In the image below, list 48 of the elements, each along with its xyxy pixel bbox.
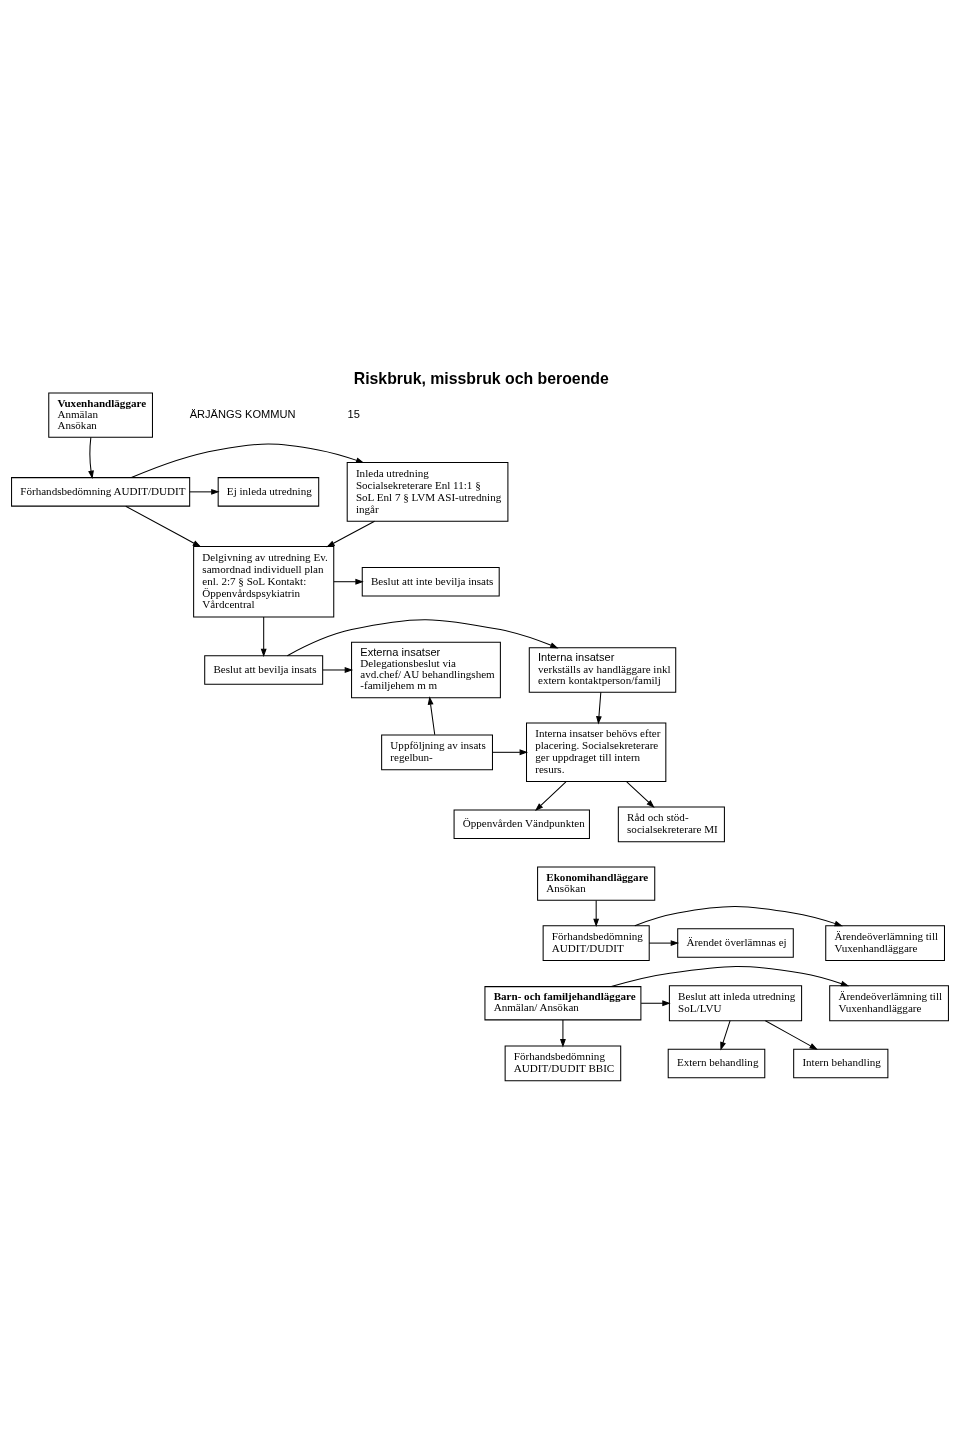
arrow [492, 748, 528, 755]
node-box: Extern behandling [667, 1048, 766, 1078]
node-box: Ärendeöverlämning till Vuxenhandläggare [825, 924, 945, 961]
arrow [427, 695, 436, 735]
node-box: Beslut att bevilja insats [204, 654, 324, 685]
node-box: Ej inleda utredning [217, 476, 320, 507]
node-box: Förhandsbedömning AUDIT/DUDIT [542, 924, 650, 961]
node-box: Interna insatser verkställs av handläggare inkl extern kontaktperson/familj [528, 646, 677, 693]
arrow [648, 939, 680, 946]
arrow [326, 520, 376, 547]
node-box: Uppföljning av insats regelbun- [381, 733, 493, 770]
node-box: Interna insatser behövs efter placering. Socialsekreterare ger uppdraget till intern resurs. [526, 722, 667, 782]
node-box: Delgivning av utredning Ev. samordnad individuell plan enl. 2:7 § SoL Kontakt: Öppenvårdspsykiatrin Vårdcentral [193, 545, 335, 617]
node-box: Ärendeöverlämning till Vuxenhandläggare [829, 984, 949, 1021]
arrow [88, 436, 94, 479]
label: 15 [347, 407, 360, 420]
node-box: Barn- och familjehandläggare Anmälan/ Ansökan [484, 985, 642, 1020]
arrow [125, 505, 202, 547]
node-box: Råd och stöd- socialsekreterare MI [617, 805, 725, 842]
node-box: Beslut att inte bevilja insats [361, 566, 500, 596]
arrow [189, 488, 220, 495]
arrow [260, 616, 267, 657]
node-box: Intern behandling [793, 1048, 889, 1078]
arrow [720, 1019, 731, 1050]
diagram-title: Riskbruk, missbruk och beroende [353, 369, 609, 387]
node-box: Externa insatser Delegationsbeslut via avd.chef/ AU behandlingshem -familjehem m m [351, 641, 501, 698]
arrow [560, 1019, 566, 1047]
node-box: Ärendet överlämnas ej [677, 927, 794, 958]
node-box: Ekonomihandläggare Ansökan [537, 866, 656, 901]
arrow [322, 666, 354, 673]
arrow [634, 905, 843, 926]
arrow [130, 442, 365, 478]
arrow [764, 1019, 818, 1050]
arrow [593, 899, 600, 927]
arrow [596, 691, 602, 725]
arrow [626, 780, 655, 808]
arrow [286, 618, 559, 656]
node-box: Förhandsbedömning AUDIT/DUDIT [11, 476, 191, 507]
node-box: Inleda utredning Socialsekreterare Enl 11:1 § SoL Enl 7 § LVM ASI-utredning ingår [346, 461, 509, 522]
node-box: Vuxenhandläggare Anmälan Ansökan [48, 391, 153, 438]
node-box: Öppenvården Vändpunkten [453, 809, 590, 839]
arrow [610, 965, 850, 987]
node-box: Förhandsbedömning AUDIT/DUDIT BBIC [504, 1045, 622, 1081]
node-box: Beslut att inleda utredning SoL/LVU [668, 984, 803, 1021]
arrow [534, 780, 567, 811]
arrow [333, 578, 364, 585]
label: ÄRJÄNGS KOMMUN [189, 407, 296, 420]
arrow [640, 999, 671, 1006]
